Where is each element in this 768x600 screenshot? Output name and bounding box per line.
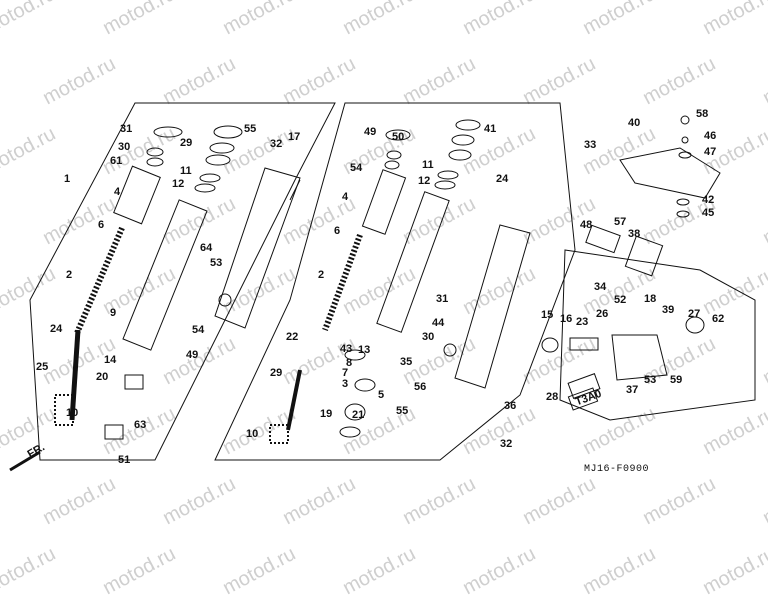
left-callout-53: 53 — [210, 257, 222, 269]
right-callout-38: 38 — [628, 228, 640, 240]
mid-callout-7: 7 — [342, 367, 348, 379]
mid-callout-21: 21 — [352, 409, 364, 421]
right-callout-39: 39 — [662, 304, 674, 316]
mid-callout-22: 22 — [286, 331, 298, 343]
mid-callout-11: 11 — [422, 159, 434, 171]
stamp-label: T3A0 — [574, 388, 603, 408]
left-callout-11: 11 — [180, 165, 192, 177]
mid-callout-3: 3 — [342, 378, 348, 390]
left-callout-12: 12 — [172, 178, 184, 190]
right-callout-57: 57 — [614, 216, 626, 228]
left-callout-17: 17 — [288, 131, 300, 143]
right-callout-46: 46 — [704, 130, 716, 142]
right-callout-59: 59 — [670, 374, 682, 386]
mid-callout-13: 13 — [358, 344, 370, 356]
mid-callout-49: 49 — [364, 126, 376, 138]
left-group-outline — [29, 102, 336, 461]
mid-callout-2: 2 — [318, 269, 324, 281]
right-callout-28: 28 — [546, 391, 558, 403]
mid-callout-12: 12 — [418, 175, 430, 187]
left-callout-54: 54 — [192, 324, 205, 336]
mid-callout-8: 8 — [346, 357, 352, 369]
left-callout-55: 55 — [244, 123, 256, 135]
middle-fork-parts — [269, 119, 531, 444]
left-callout-30: 30 — [118, 141, 130, 153]
left-callout-32: 32 — [270, 138, 282, 150]
mid-callout-5: 5 — [378, 389, 384, 401]
mid-callout-10: 10 — [246, 428, 258, 440]
right-callout-33: 33 — [584, 139, 596, 151]
right-callout-37: 37 — [626, 384, 638, 396]
direction-label: FR. — [26, 441, 47, 460]
right-callout-52: 52 — [614, 294, 626, 306]
right-group-outline — [559, 249, 756, 421]
mid-callout-41: 41 — [484, 123, 496, 135]
left-callout-24: 24 — [50, 323, 63, 335]
mid-callout-44: 44 — [432, 317, 445, 329]
right-group-parts — [541, 115, 721, 399]
right-callout-62: 62 — [712, 313, 724, 325]
callout-numbers: 1246910121114172024252930313249515354556… — [36, 108, 724, 466]
left-callout-6: 6 — [98, 219, 104, 231]
right-callout-27: 27 — [688, 308, 700, 320]
right-callout-34: 34 — [594, 281, 607, 293]
left-callout-31: 31 — [120, 123, 132, 135]
mid-callout-30: 30 — [422, 331, 434, 343]
diagram-code: MJ16-F0900 — [584, 464, 650, 475]
mid-callout-35: 35 — [400, 356, 412, 368]
left-callout-1: 1 — [64, 173, 70, 185]
left-callout-9: 9 — [110, 307, 116, 319]
right-callout-58: 58 — [696, 108, 708, 120]
right-callout-40: 40 — [628, 117, 640, 129]
direction-arrow — [9, 450, 41, 472]
mid-callout-29: 29 — [270, 367, 282, 379]
right-callout-15: 15 — [541, 309, 553, 321]
mid-callout-36: 36 — [504, 400, 516, 412]
mid-callout-31: 31 — [436, 293, 448, 305]
middle-group-outline — [214, 102, 576, 461]
mid-callout-43: 43 — [340, 343, 352, 355]
right-callout-53: 53 — [644, 374, 656, 386]
right-callout-47: 47 — [704, 146, 716, 158]
left-callout-64: 64 — [200, 242, 213, 254]
right-callout-45: 45 — [702, 207, 714, 219]
mid-callout-19: 19 — [320, 408, 332, 420]
left-fork-parts — [54, 125, 301, 440]
mid-callout-50: 50 — [392, 131, 404, 143]
mid-callout-4: 4 — [342, 191, 349, 203]
diagram-drawing: FR. T3A0 1246910121114172024252930313249… — [9, 102, 756, 472]
right-callout-16: 16 — [560, 313, 572, 325]
left-callout-2: 2 — [66, 269, 72, 281]
right-callout-18: 18 — [644, 293, 656, 305]
right-callout-48: 48 — [580, 219, 592, 231]
left-callout-10: 10 — [66, 407, 78, 419]
mid-callout-24: 24 — [496, 173, 509, 185]
mid-callout-54: 54 — [350, 162, 363, 174]
left-callout-20: 20 — [96, 371, 108, 383]
left-callout-61: 61 — [110, 155, 122, 167]
left-callout-63: 63 — [134, 419, 146, 431]
mid-callout-55: 55 — [396, 405, 408, 417]
left-callout-14: 14 — [104, 354, 117, 366]
right-callout-26: 26 — [596, 308, 608, 320]
mid-callout-32: 32 — [500, 438, 512, 450]
right-callout-42: 42 — [702, 194, 714, 206]
left-callout-4: 4 — [114, 186, 121, 198]
left-callout-49: 49 — [186, 349, 198, 361]
stamp: T3A0 — [567, 387, 603, 411]
right-callout-23: 23 — [576, 316, 588, 328]
left-callout-51: 51 — [118, 454, 130, 466]
mid-callout-6: 6 — [334, 225, 340, 237]
mid-callout-56: 56 — [414, 381, 426, 393]
left-callout-29: 29 — [180, 137, 192, 149]
left-callout-25: 25 — [36, 361, 48, 373]
